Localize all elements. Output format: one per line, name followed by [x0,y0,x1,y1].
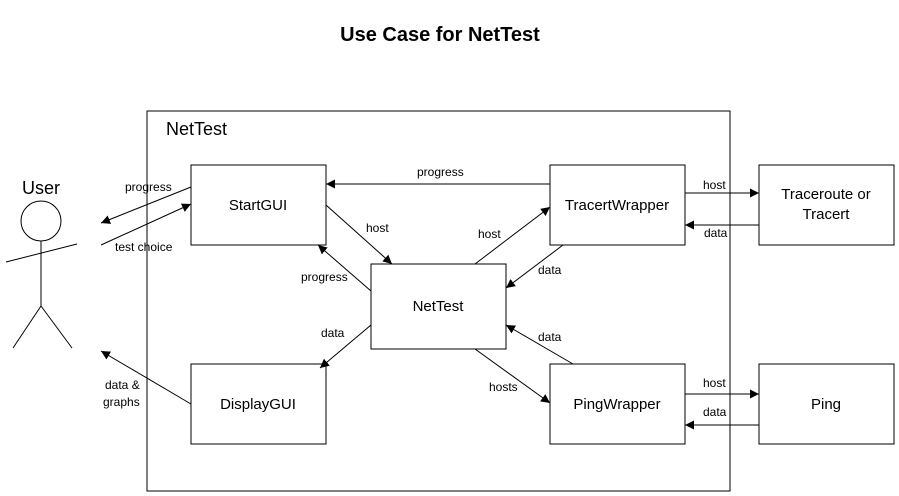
tracertwrapper-label: TracertWrapper [565,197,669,214]
label-tracert-to-startgui: progress [417,165,464,179]
displaygui-label: DisplayGUI [220,396,296,413]
edge-displaygui-to-user [100,350,192,405]
label-tracert-to-traceroute: host [703,178,726,192]
actor-right-leg [40,305,73,349]
label-nettest-to-displaygui: data [321,326,345,340]
label-startgui-to-user: progress [125,180,172,194]
label-tracert-to-nettest: data [538,263,562,277]
edge-nettest-to-displaygui [319,324,372,369]
system-label: NetTest [166,119,227,139]
label-startgui-to-nettest: host [366,221,389,235]
startgui-box: StartGUI [190,164,327,246]
label-ping-to-nettest: data [538,330,562,344]
traceroute-label-line1: Traceroute or [781,186,870,203]
tracertwrapper-box: TracertWrapper [549,164,686,246]
user-label: User [22,178,60,198]
nettest-label: NetTest [413,298,465,315]
label-nettest-to-tracert: host [478,227,501,241]
displaygui-box: DisplayGUI [190,363,327,445]
label-traceroute-to-tracert: data [704,226,728,240]
label-nettest-to-ping: hosts [489,380,518,394]
edge-startgui-to-user [100,186,192,224]
startgui-label: StartGUI [229,197,287,214]
pingwrapper-label: PingWrapper [573,396,660,413]
edge-tracert-to-nettest [505,244,564,289]
label-displaygui-to-user-line1: data & [105,378,140,392]
diagram-title: Use Case for NetTest [340,24,540,46]
ping-box: Ping [758,363,895,445]
edge-nettest-to-startgui [317,244,372,292]
label-user-to-startgui: test choice [115,240,173,254]
actor-left-leg [12,305,42,349]
label-ping-to-pingwrapper: data [703,405,727,419]
pingwrapper-box: PingWrapper [549,363,686,445]
label-nettest-to-startgui: progress [301,270,348,284]
label-displaygui-to-user-line2: graphs [103,395,140,409]
ping-label: Ping [811,396,841,413]
edge-nettest-to-tracert [474,206,551,265]
traceroute-box: Traceroute or Tracert [758,164,895,246]
edge-user-to-startgui [100,203,192,246]
nettest-box: NetTest [370,263,507,350]
edge-ping-to-nettest [505,324,574,365]
label-pingwrapper-to-ping: host [703,376,726,390]
edge-startgui-to-nettest [325,204,393,265]
actor-arms [5,243,78,263]
traceroute-label-line2: Tracert [803,206,851,223]
system-boundary [146,110,731,492]
user-actor: User [5,178,78,349]
actor-head-icon [20,200,62,242]
edge-nettest-to-ping [474,348,551,404]
